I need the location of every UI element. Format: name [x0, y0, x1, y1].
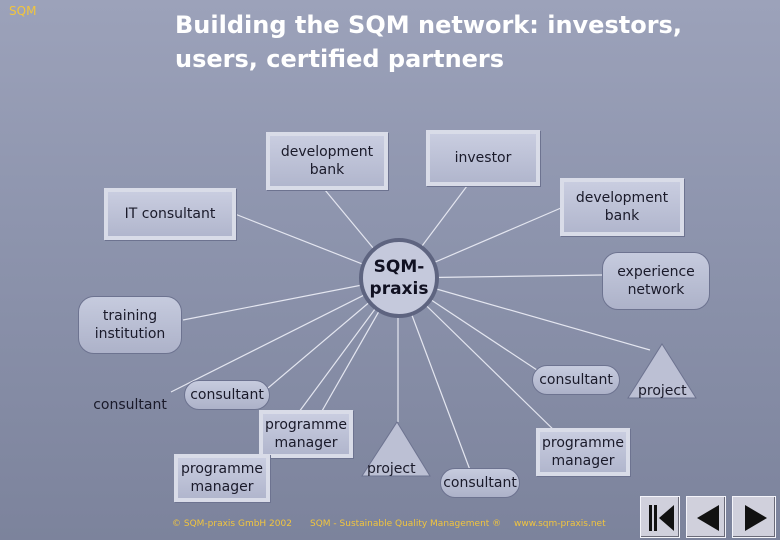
- node-programme-manager-bottom: programme manager: [174, 454, 270, 502]
- next-slide-icon: [745, 505, 767, 531]
- node-it-consultant: IT consultant: [104, 188, 236, 240]
- connector-consultant-left: [170, 277, 399, 393]
- node-consultant-inner: consultant: [184, 380, 270, 410]
- sqm-logo: SQM: [9, 4, 37, 18]
- node-consultant-left: consultant: [93, 397, 167, 413]
- node-sqm-praxis: SQM-praxis: [359, 238, 439, 318]
- nav-previous-slide-button[interactable]: [686, 496, 726, 538]
- slide-title: Building the SQM network: investors, use…: [175, 11, 682, 73]
- nav-first-slide-button[interactable]: [640, 496, 680, 538]
- node-investor: investor: [426, 130, 540, 186]
- node-training-institution: training institution: [78, 296, 182, 354]
- node-development-bank-top: development bank: [266, 132, 388, 190]
- connector-project-right: [397, 277, 651, 351]
- node-programme-manager-mid: programme manager: [259, 410, 353, 458]
- node-experience-network: experience network: [602, 252, 710, 310]
- node-consultant-right: consultant: [532, 365, 620, 395]
- node-project-right-label: project: [638, 383, 687, 399]
- first-slide-icon: [649, 505, 674, 531]
- footer-copyright: © SQM-praxis GmbH 2002: [172, 519, 292, 529]
- nav-next-slide-button[interactable]: [732, 496, 776, 538]
- footer-url[interactable]: www.sqm-praxis.net: [514, 519, 606, 529]
- node-project-mid-label: project: [367, 461, 416, 477]
- node-development-bank-right: development bank: [560, 178, 684, 236]
- node-project-right-triangle: [627, 343, 697, 399]
- node-consultant-bottom: consultant: [440, 468, 520, 498]
- node-project-mid-triangle: [361, 421, 431, 477]
- node-programme-manager-right: programme manager: [536, 428, 630, 476]
- footer-tagline: SQM - Sustainable Quality Management ®: [310, 519, 502, 529]
- previous-slide-icon: [697, 505, 719, 531]
